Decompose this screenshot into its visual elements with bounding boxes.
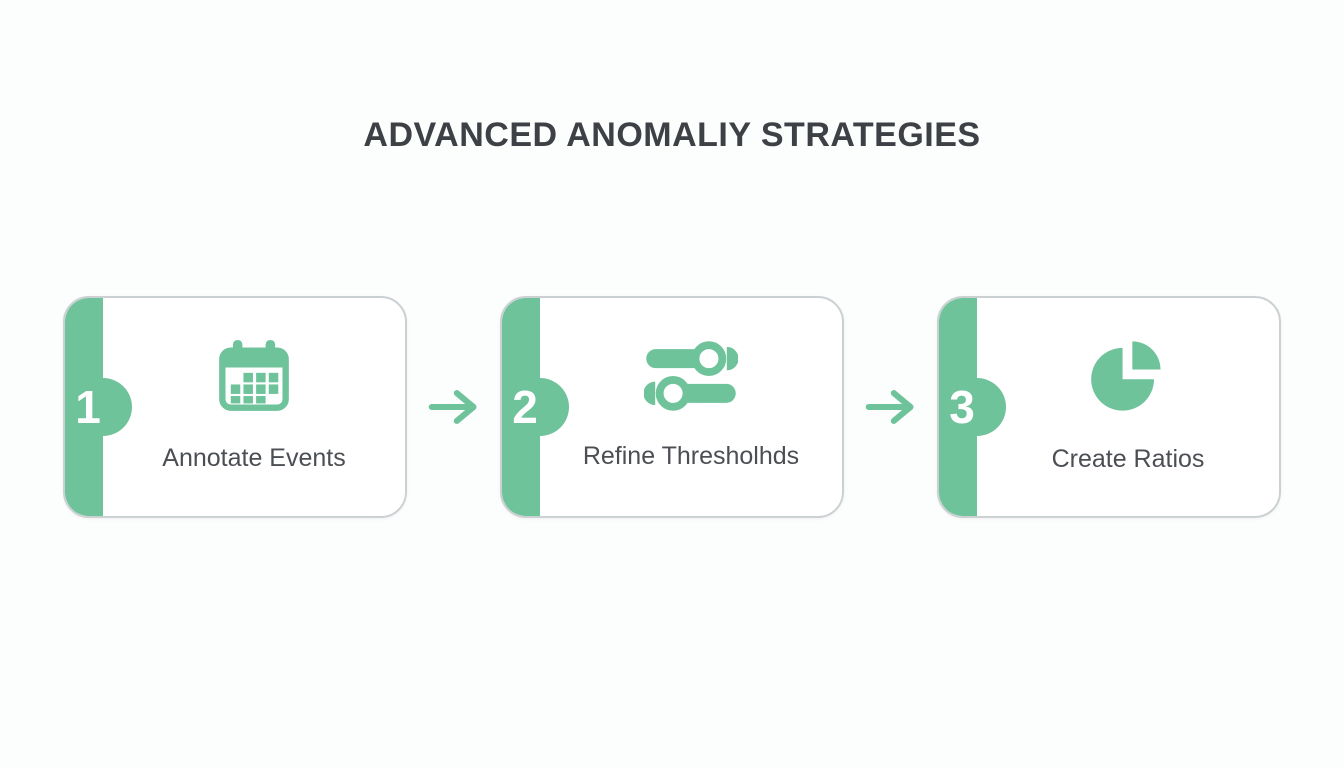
step-card-refine-thresholds: 2 Refine Thresholhds [500, 296, 844, 518]
arrow-right-icon [407, 387, 500, 427]
step-number-bump [511, 378, 569, 436]
step-number: 1 [75, 381, 101, 433]
sliders-icon [643, 340, 739, 412]
page-title: ADVANCED ANOMALIY STRATEGIES [363, 116, 981, 154]
step-content: Annotate Events [103, 298, 405, 516]
step-card-create-ratios: 3 Create Ratios [937, 296, 1281, 518]
step-content: Create Ratios [977, 298, 1279, 516]
step-number: 3 [949, 381, 975, 433]
pie-chart-icon [1089, 337, 1167, 415]
steps-row: 1 Annotate Events [0, 296, 1344, 518]
step-number-bump [74, 378, 132, 436]
step-number: 2 [512, 381, 538, 433]
step-label: Annotate Events [162, 443, 346, 472]
step-label: Create Ratios [1051, 444, 1205, 473]
arrow-right-icon [844, 387, 937, 427]
step-label: Refine Thresholhds [582, 441, 800, 470]
step-number-bump [948, 378, 1006, 436]
step-card-annotate-events: 1 Annotate Events [63, 296, 407, 518]
step-content: Refine Thresholhds [540, 298, 842, 516]
calendar-icon [216, 338, 292, 414]
